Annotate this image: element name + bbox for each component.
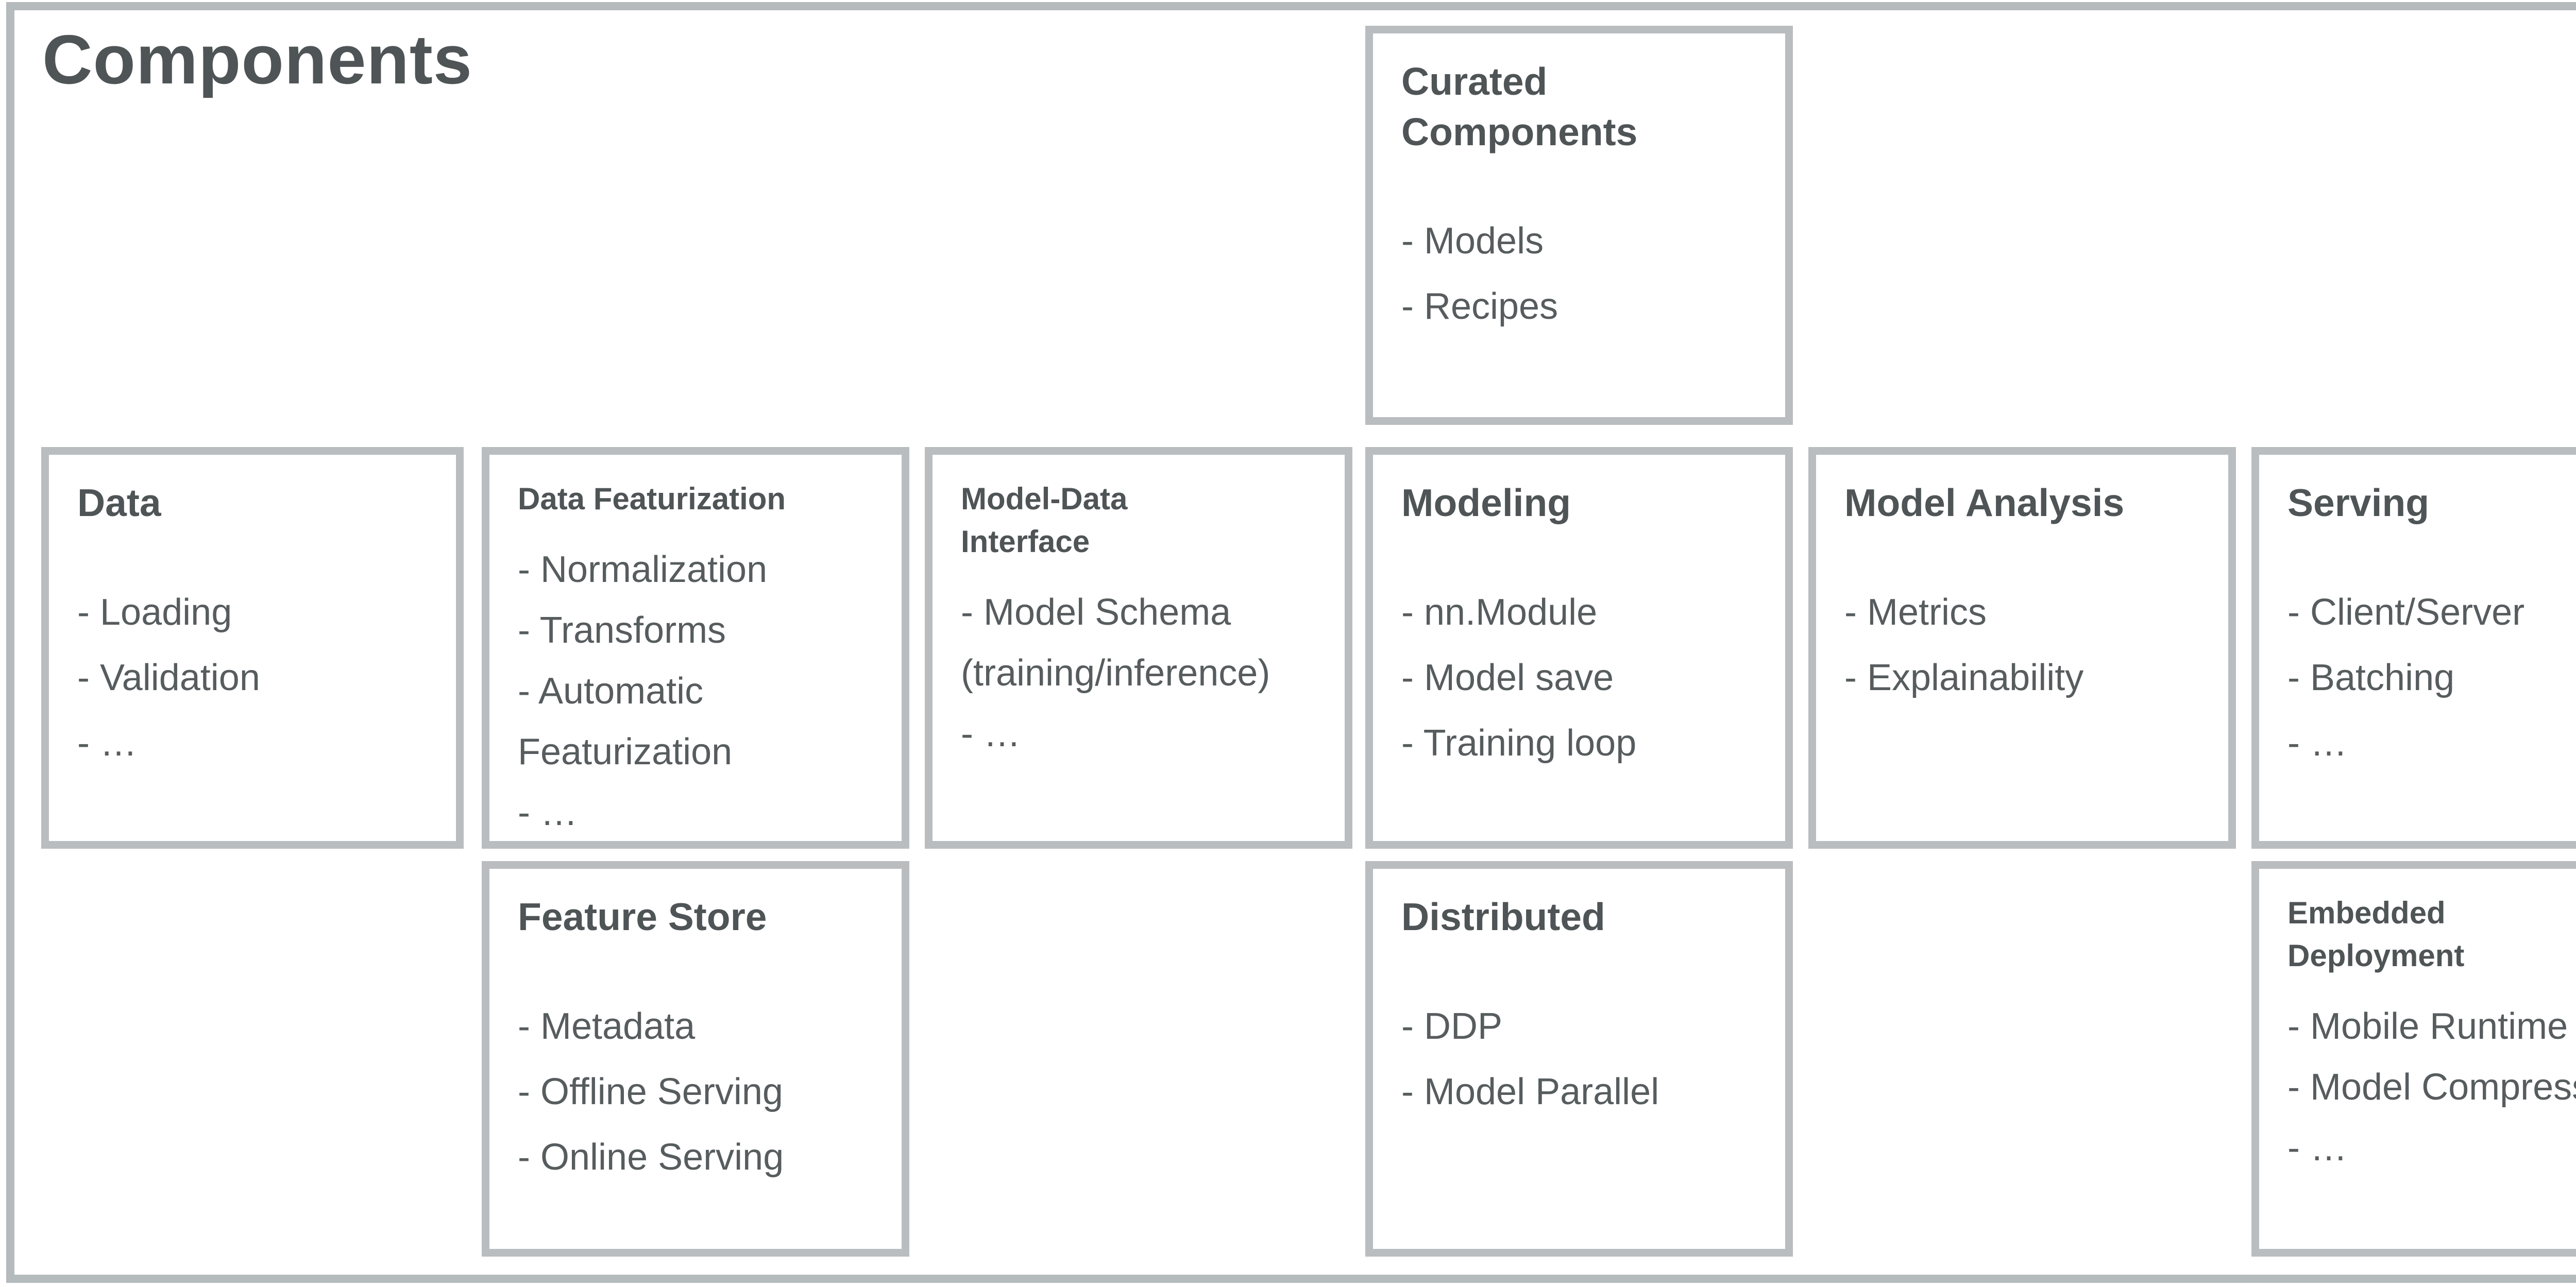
box-modeling: Modeling - nn.Module - Model save - Trainin… (1365, 447, 1793, 849)
list-item: - Metadata (518, 1005, 696, 1047)
box-model-data-interface: Model-Data Interface - Model Schema (trai… (925, 447, 1352, 849)
list-item: - Validation (77, 657, 260, 698)
box-item-list: - Normalization - Transforms - Automatic F… (518, 539, 873, 841)
box-title-model-data-interface: Model-Data Interface (961, 482, 1128, 559)
box-embedded-deployment: Embedded Deployment - Mobile Runtime - Mod… (2251, 861, 2576, 1257)
box-item-list: - Mobile Runtime - Model Compression - … (2287, 996, 2576, 1178)
list-item: - Transforms (518, 609, 726, 651)
list-item: - Normalization (518, 548, 768, 590)
box-item-list: - Client/Server - Batching - … (2287, 580, 2576, 776)
list-item: - Loading (77, 591, 232, 633)
box-feature-store: Feature Store - Metadata - Offline Serving… (482, 861, 909, 1257)
list-item: - Model Parallel (1401, 1071, 1659, 1112)
list-item: - … (518, 792, 578, 833)
box-item-list: - nn.Module - Model save - Training loop (1401, 580, 1757, 776)
list-item: - Training loop (1401, 722, 1637, 764)
list-item: - … (961, 713, 1021, 754)
box-item-list: - Model Schema (training/inference) - … (961, 582, 1316, 764)
box-title-model-analysis: Model Analysis (1844, 481, 2125, 524)
list-item: - Model save (1401, 657, 1614, 698)
box-serving: Serving - Client/Server - Batching - … (2251, 447, 2576, 849)
list-item: - Mobile Runtime (2287, 1005, 2568, 1047)
list-item: - nn.Module (1401, 591, 1598, 633)
list-item: - Models (1401, 220, 1544, 262)
list-item: - Explainability (1844, 657, 2084, 698)
box-title-curated-components: Curated Components (1401, 60, 1638, 153)
box-item-list: - Loading - Validation - … (77, 580, 428, 776)
list-item: - … (77, 722, 137, 764)
box-model-analysis: Model Analysis - Metrics - Explainability (1808, 447, 2236, 849)
box-title-modeling: Modeling (1401, 481, 1571, 524)
box-item-list: - DDP - Model Parallel (1401, 994, 1757, 1125)
list-item: - Online Serving (518, 1136, 784, 1178)
box-title-embedded-deployment: Embedded Deployment (2287, 896, 2465, 973)
list-item: - Offline Serving (518, 1071, 783, 1112)
list-item: - Automatic Featurization (518, 670, 733, 773)
box-title-data: Data (77, 481, 161, 524)
box-title-serving: Serving (2287, 481, 2430, 524)
page-title: Components (42, 21, 472, 98)
list-item: - Model Compression (2287, 1066, 2576, 1108)
list-item: - … (2287, 722, 2347, 764)
box-distributed: Distributed - DDP - Model Parallel (1365, 861, 1793, 1257)
box-curated-components: Curated Components - Models - Recipes (1365, 26, 1793, 425)
box-data: Data - Loading - Validation - … (41, 447, 464, 849)
list-item: - Recipes (1401, 286, 1558, 327)
box-item-list: - Metadata - Offline Serving - Online Serv… (518, 994, 873, 1190)
box-item-list: - Models - Recipes (1401, 209, 1757, 339)
list-item: - DDP (1401, 1005, 1502, 1047)
box-item-list: - Metrics - Explainability (1844, 580, 2200, 711)
box-title-feature-store: Feature Store (518, 895, 767, 938)
list-item: - Batching (2287, 657, 2455, 698)
list-item: - … (2287, 1127, 2347, 1169)
box-title-data-featurization: Data Featurization (518, 482, 786, 516)
list-item: - Model Schema (training/inference) (961, 591, 1270, 694)
list-item: - Client/Server (2287, 591, 2525, 633)
list-item: - Metrics (1844, 591, 1987, 633)
box-data-featurization: Data Featurization - Normalization - Trans… (482, 447, 909, 849)
box-title-distributed: Distributed (1401, 895, 1605, 938)
